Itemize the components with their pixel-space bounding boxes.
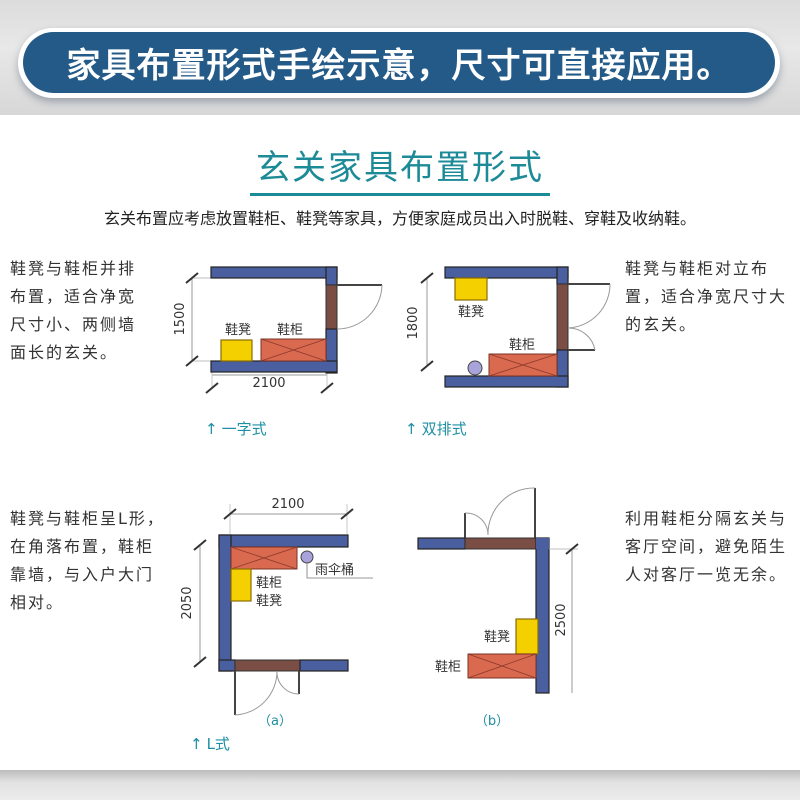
umbrella-stand-icon: [300, 550, 314, 564]
double-row-stool-label: 鞋凳: [458, 304, 484, 320]
l-shape-b-layout-diagram: 2500 鞋凳 鞋柜 （b）: [417, 487, 579, 729]
linear-caption-text: 一字式: [221, 420, 267, 438]
double-row-height-dim: 1800: [406, 306, 421, 339]
linear-layout-diagram: 1500 2100 鞋凳 鞋柜: [173, 266, 383, 394]
banner-pill: 家具布置形式手绘示意，尺寸可直接应用。: [23, 32, 775, 93]
double-row-description: 鞋凳与鞋柜对立布置，适合净宽尺寸大的玄关。: [625, 259, 788, 334]
double-row-caption: ↑双排式: [405, 418, 467, 439]
l-shape-a-layout-diagram: 2100 2050 鞋柜 鞋凳 雨伞桶 （a）: [180, 497, 373, 729]
up-arrow-icon: ↑: [190, 735, 203, 753]
double-row-caption-text: 双排式: [421, 420, 467, 438]
linear-cabinet-label: 鞋柜: [277, 322, 303, 338]
l-shape-a-umbrella-label: 雨伞桶: [315, 562, 354, 578]
section-title: 玄关家具布置形式: [0, 140, 800, 196]
linear-stool-label: 鞋凳: [225, 322, 251, 338]
section-intro: 玄关布置应考虑放置鞋柜、鞋凳等家具，方便家庭成员出入时脱鞋、穿鞋及收纳鞋。: [103, 209, 696, 228]
l-shape-b-sub-label: （b）: [475, 714, 509, 729]
l-shape-a-description: 鞋凳与鞋柜呈L形，在角落布置，鞋柜靠墙，与入户大门相对。: [10, 509, 165, 612]
up-arrow-icon: ↑: [205, 420, 218, 438]
linear-height-dim: 1500: [173, 302, 188, 335]
background-bottom: [0, 770, 800, 800]
l-shape-caption: ↑L式: [190, 733, 230, 754]
banner: 家具布置形式手绘示意，尺寸可直接应用。: [18, 28, 780, 98]
l-shape-a-cabinet-label: 鞋柜: [256, 575, 282, 591]
section-title-text: 玄关家具布置形式: [250, 140, 550, 196]
umbrella-stand-icon: [467, 360, 483, 376]
l-shape-b-stool-label: 鞋凳: [484, 629, 510, 645]
double-row-cabinet-label: 鞋柜: [509, 337, 535, 353]
linear-description: 鞋凳与鞋柜并排布置，适合净宽尺寸小、两侧墙面长的玄关。: [10, 259, 137, 362]
l-shape-a-stool-label: 鞋凳: [256, 593, 282, 609]
l-shape-caption-text: L式: [206, 735, 230, 753]
l-shape-a-width-dim: 2100: [271, 497, 304, 512]
content-card: 玄关家具布置形式 玄关布置应考虑放置鞋柜、鞋凳等家具，方便家庭成员出入时脱鞋、穿…: [0, 115, 800, 770]
linear-width-dim: 2100: [252, 376, 285, 391]
up-arrow-icon: ↑: [405, 420, 418, 438]
linear-caption: ↑一字式: [205, 418, 267, 439]
double-row-layout-diagram: 1800 鞋凳 鞋柜: [406, 266, 611, 388]
banner-text: 家具布置形式手绘示意，尺寸可直接应用。: [66, 46, 732, 86]
l-shape-a-sub-label: （a）: [258, 714, 292, 729]
l-shape-b-description: 利用鞋柜分隔玄关与客厅空间，避免陌生人对客厅一览无余。: [625, 509, 788, 584]
l-shape-b-cabinet-label: 鞋柜: [435, 659, 461, 675]
l-shape-b-height-dim: 2500: [554, 603, 569, 636]
l-shape-a-height-dim: 2050: [180, 586, 195, 619]
